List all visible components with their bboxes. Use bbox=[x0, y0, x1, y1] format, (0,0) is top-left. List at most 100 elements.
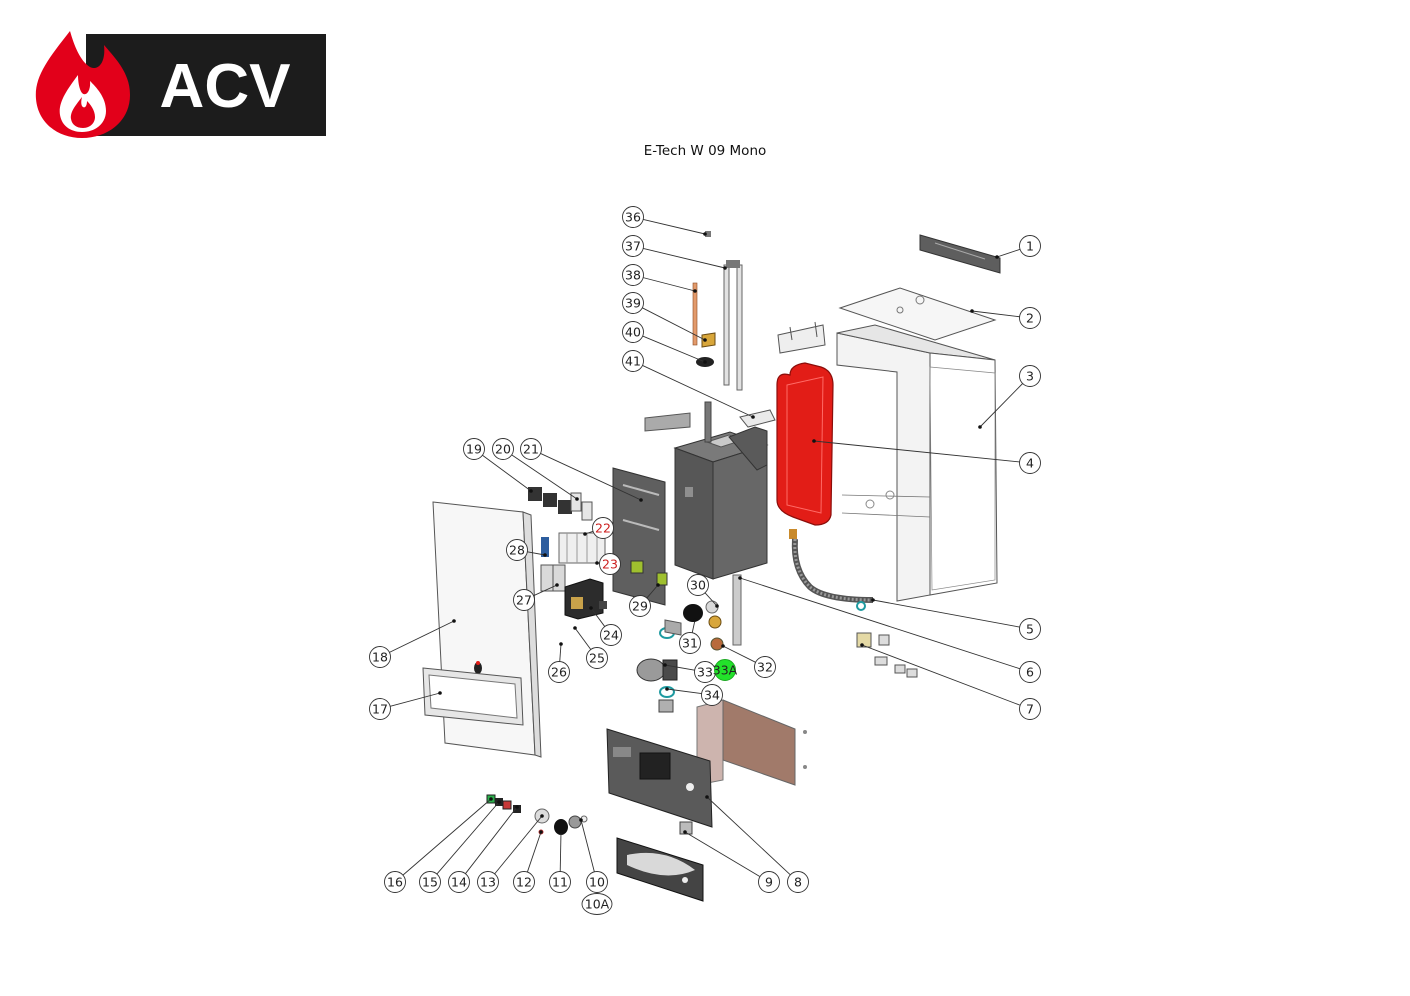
leader-dot-19 bbox=[529, 489, 533, 493]
callout-10A: 10A bbox=[581, 893, 613, 915]
leader-dot-38 bbox=[693, 289, 697, 293]
callout-24: 24 bbox=[600, 624, 622, 646]
leader-line-29 bbox=[646, 584, 659, 599]
leader-dot-17 bbox=[438, 691, 442, 695]
callout-circle-40 bbox=[622, 321, 644, 343]
callout-label-23: 23 bbox=[602, 557, 618, 572]
callout-label-17: 17 bbox=[372, 702, 388, 717]
leader-line-2 bbox=[971, 310, 1020, 318]
leader-line-15 bbox=[436, 801, 500, 875]
callout-32: 32 bbox=[754, 656, 776, 678]
callout-18: 18 bbox=[369, 646, 391, 668]
callout-label-21: 21 bbox=[523, 442, 539, 457]
callout-label-3: 3 bbox=[1026, 369, 1034, 384]
leader-dot-18 bbox=[452, 619, 456, 623]
callout-label-29: 29 bbox=[632, 599, 648, 614]
callout-label-6: 6 bbox=[1026, 665, 1034, 680]
leader-line-24 bbox=[590, 607, 606, 627]
callout-39: 39 bbox=[622, 292, 644, 314]
leader-line-9 bbox=[684, 831, 761, 878]
callout-label-26: 26 bbox=[551, 665, 567, 680]
callout-circle-14 bbox=[448, 871, 470, 893]
callout-label-18: 18 bbox=[372, 650, 388, 665]
leader-line-31 bbox=[691, 619, 696, 633]
leader-dot-26 bbox=[559, 642, 563, 646]
callout-label-20: 20 bbox=[495, 442, 511, 457]
leader-dot-32 bbox=[721, 644, 725, 648]
heating-cylinder bbox=[644, 401, 776, 580]
leader-line-8 bbox=[706, 796, 791, 876]
callout-circle-5 bbox=[1019, 618, 1041, 640]
callout-label-13: 13 bbox=[480, 875, 496, 890]
callout-22: 22 bbox=[592, 517, 614, 539]
callout-label-19: 19 bbox=[466, 442, 482, 457]
callout-circle-27 bbox=[513, 589, 535, 611]
leader-dot-28 bbox=[543, 553, 547, 557]
leader-line-39 bbox=[642, 307, 706, 341]
callout-20: 20 bbox=[492, 438, 514, 460]
leader-line-32 bbox=[722, 645, 756, 663]
leader-line-11 bbox=[559, 831, 562, 872]
callout-23: 23 bbox=[599, 553, 621, 575]
leader-dot-24 bbox=[589, 606, 593, 610]
control-bezel bbox=[616, 837, 704, 902]
leader-dot-30 bbox=[715, 604, 719, 608]
leader-dot-12 bbox=[539, 830, 543, 834]
callout-label-33: 33 bbox=[697, 665, 713, 680]
callout-circle-16 bbox=[384, 871, 406, 893]
leader-dot-6 bbox=[738, 576, 742, 580]
transformer bbox=[564, 578, 607, 620]
callout-label-28: 28 bbox=[509, 543, 525, 558]
callout-circle-13 bbox=[477, 871, 499, 893]
callout-label-34: 34 bbox=[704, 688, 720, 703]
callout-label-27: 27 bbox=[516, 593, 532, 608]
callout-circle-2 bbox=[1019, 307, 1041, 329]
callout-7: 7 bbox=[1019, 698, 1041, 720]
acv-logo: ACV bbox=[35, 31, 326, 138]
callout-label-33A: 33A bbox=[713, 663, 738, 678]
callout-circle-15 bbox=[419, 871, 441, 893]
fittings-set bbox=[856, 632, 918, 678]
leader-line-21 bbox=[540, 453, 642, 501]
callout-circle-29 bbox=[629, 595, 651, 617]
leader-dot-14 bbox=[515, 805, 519, 809]
leader-dot-9 bbox=[683, 830, 687, 834]
callout-21: 21 bbox=[520, 438, 542, 460]
leader-line-25 bbox=[574, 627, 592, 650]
flame-icon bbox=[35, 31, 130, 138]
leader-dot-36 bbox=[703, 232, 707, 236]
leader-dot-40 bbox=[703, 360, 707, 364]
callout-circle-10 bbox=[586, 871, 608, 893]
back-casing bbox=[836, 324, 998, 602]
callout-5: 5 bbox=[1019, 618, 1041, 640]
leader-line-18 bbox=[389, 620, 455, 653]
leader-dot-7 bbox=[860, 643, 864, 647]
leader-dot-15 bbox=[497, 800, 501, 804]
page-title: E-Tech W 09 Mono bbox=[643, 143, 767, 159]
callout-label-7: 7 bbox=[1026, 702, 1034, 717]
callout-label-16: 16 bbox=[387, 875, 403, 890]
leader-dot-37 bbox=[723, 266, 727, 270]
flex-hose bbox=[791, 538, 874, 611]
callout-circle-3 bbox=[1019, 365, 1041, 387]
callout-circle-12 bbox=[513, 871, 535, 893]
terminal-blocks bbox=[540, 532, 606, 592]
callout-13: 13 bbox=[477, 871, 499, 893]
callout-label-30: 30 bbox=[690, 578, 706, 593]
leader-dot-21 bbox=[639, 498, 643, 502]
callout-circle-28 bbox=[506, 539, 528, 561]
callout-17: 17 bbox=[369, 698, 391, 720]
callout-41: 41 bbox=[622, 350, 644, 372]
callout-29: 29 bbox=[629, 595, 651, 617]
callout-3: 3 bbox=[1019, 365, 1041, 387]
heating-elements bbox=[692, 231, 743, 391]
callout-19: 19 bbox=[463, 438, 485, 460]
callout-label-12: 12 bbox=[516, 875, 532, 890]
callout-37: 37 bbox=[622, 235, 644, 257]
callout-40: 40 bbox=[622, 321, 644, 343]
callout-circle-18 bbox=[369, 646, 391, 668]
callout-label-15: 15 bbox=[422, 875, 438, 890]
leader-line-41 bbox=[642, 365, 754, 418]
callout-label-22: 22 bbox=[595, 521, 611, 536]
switches-and-knobs bbox=[486, 794, 588, 835]
